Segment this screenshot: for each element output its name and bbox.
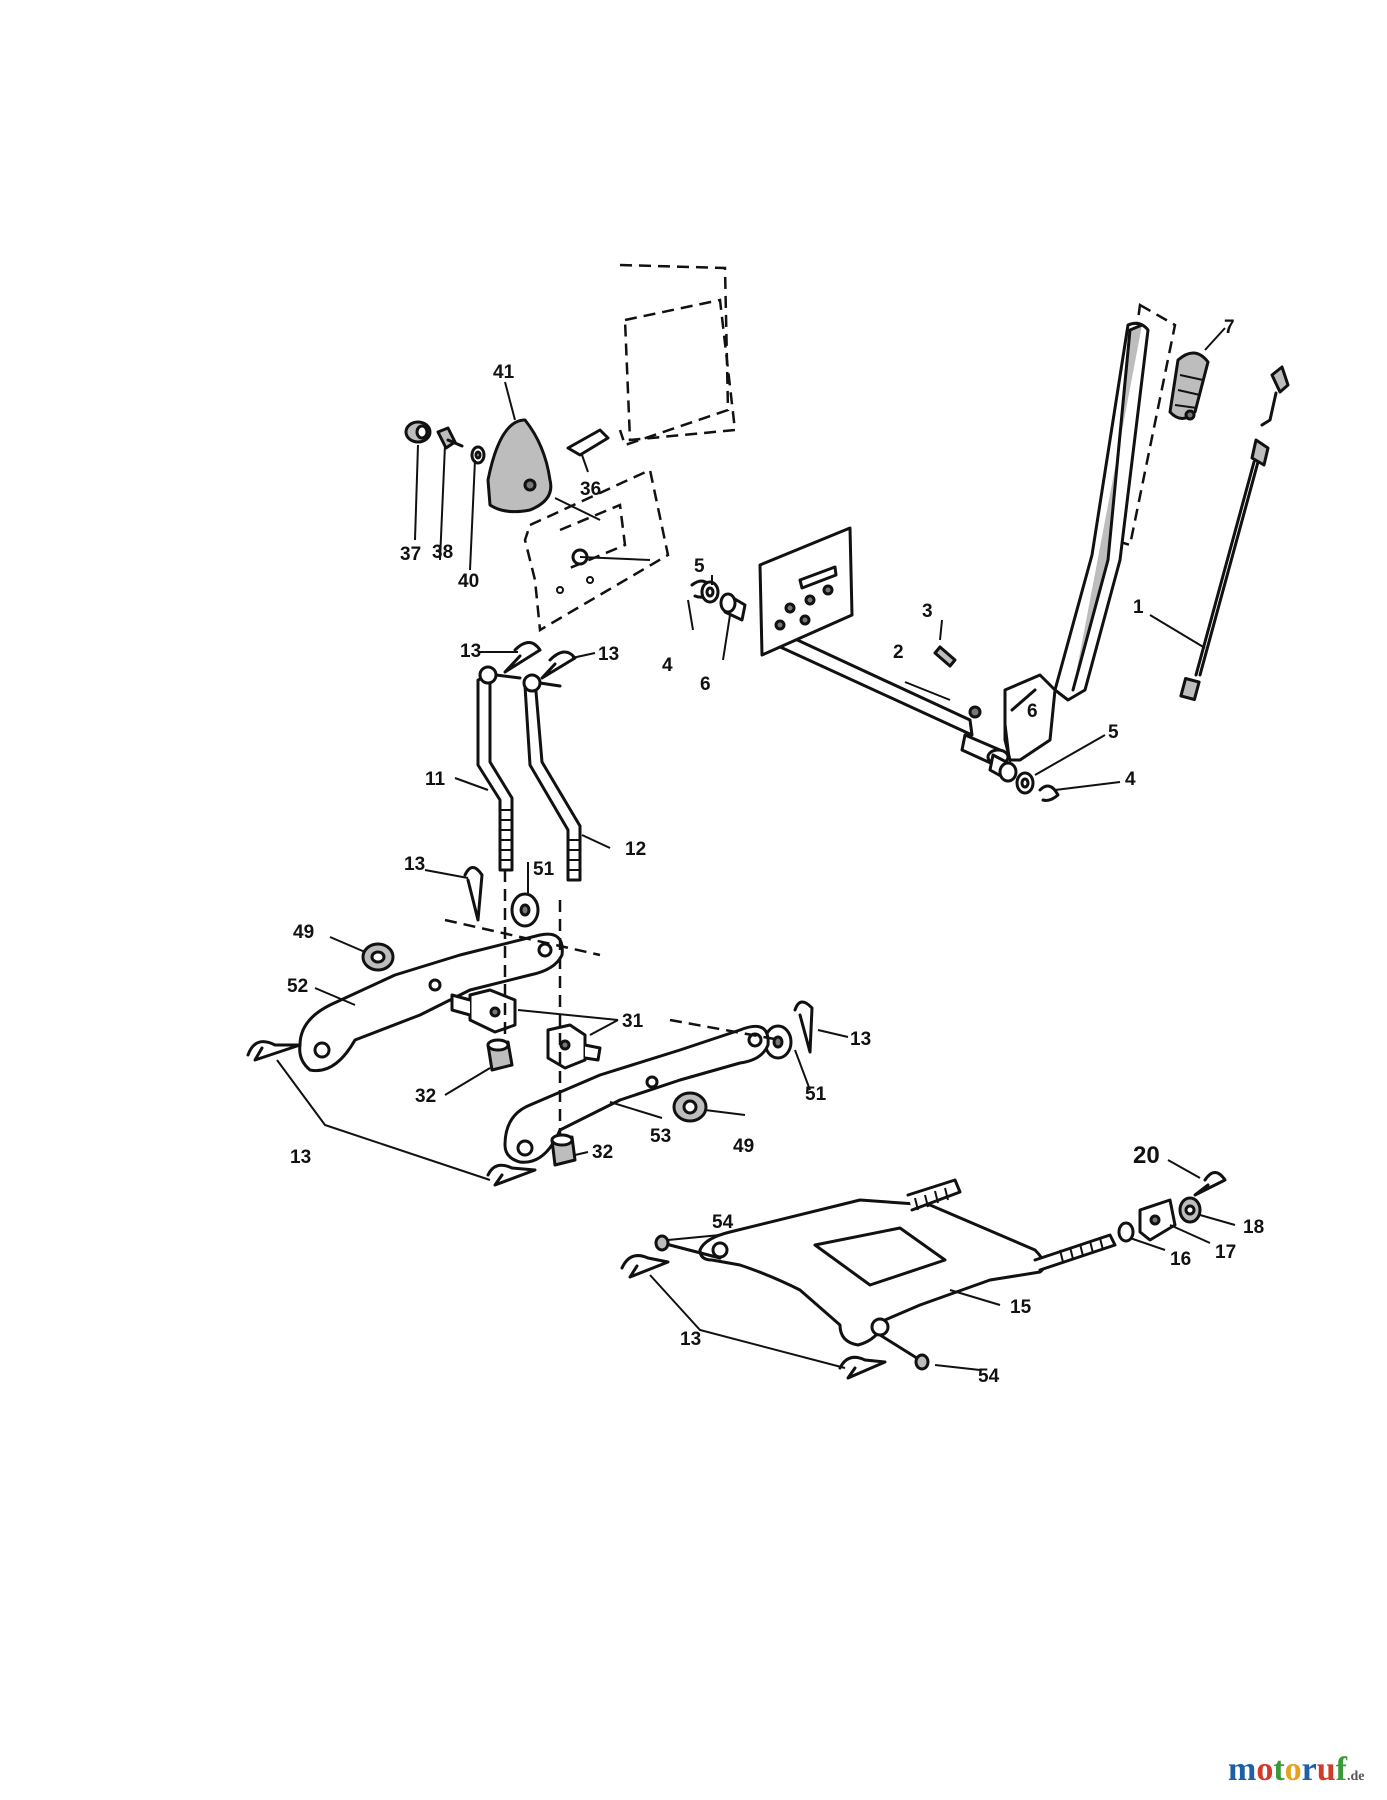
part-13-clip-frame-bottom bbox=[838, 1355, 887, 1380]
part-13-clip-bottom-left bbox=[486, 1163, 537, 1187]
part-54-pin-right bbox=[878, 1333, 930, 1371]
label-3: 3 bbox=[922, 601, 933, 622]
part-17-trunnion bbox=[1138, 1198, 1177, 1242]
watermark-letter-m: m bbox=[1228, 1751, 1256, 1788]
label-13-d: 13 bbox=[850, 1029, 871, 1050]
label-5-right: 5 bbox=[1108, 722, 1119, 743]
label-2: 2 bbox=[893, 642, 904, 663]
leader-lines bbox=[276, 327, 1236, 1371]
part-6-bushing-right bbox=[988, 753, 1018, 783]
label-13-a: 13 bbox=[460, 641, 481, 662]
part-13-clip-top-left bbox=[503, 641, 542, 674]
part-32-nut-left bbox=[486, 1038, 514, 1072]
part-15-lift-frame bbox=[698, 1178, 1117, 1347]
part-13-clip-mid bbox=[463, 866, 484, 922]
svg-text:motoruf.de: motoruf.de bbox=[1228, 1751, 1365, 1788]
part-7-grip bbox=[1168, 351, 1210, 421]
label-7: 7 bbox=[1224, 317, 1235, 338]
watermark-letter-f: f bbox=[1336, 1751, 1348, 1788]
label-18: 18 bbox=[1243, 1217, 1264, 1238]
label-53: 53 bbox=[650, 1126, 671, 1147]
label-51-right: 51 bbox=[805, 1084, 827, 1105]
watermark-letter-u: u bbox=[1317, 1751, 1336, 1788]
label-52: 52 bbox=[287, 976, 308, 997]
label-15: 15 bbox=[1010, 1297, 1032, 1318]
label-40: 40 bbox=[458, 571, 479, 592]
label-36: 36 bbox=[580, 479, 601, 500]
part-13-clip-top-right bbox=[540, 650, 577, 680]
label-13-e: 13 bbox=[290, 1147, 311, 1168]
label-54-top: 54 bbox=[712, 1212, 734, 1233]
part-40-washer bbox=[470, 445, 486, 465]
part-51-washer-left bbox=[510, 892, 540, 928]
label-12: 12 bbox=[625, 839, 646, 860]
part-16-washer bbox=[1117, 1221, 1135, 1243]
part-36-spring bbox=[566, 428, 610, 457]
label-32-right: 32 bbox=[592, 1142, 613, 1163]
frame-plate-lower bbox=[523, 468, 670, 633]
watermark-letter-t: t bbox=[1273, 1751, 1285, 1788]
part-6-bushing-left bbox=[719, 592, 747, 622]
motoruf-watermark-logo: motoruf.de bbox=[1228, 1751, 1365, 1788]
part-49-spacer-right bbox=[672, 1091, 708, 1123]
watermark-letter-r: r bbox=[1302, 1751, 1317, 1788]
part-31-trunnion-left bbox=[450, 988, 517, 1034]
label-4-left: 4 bbox=[662, 655, 673, 676]
part-31-trunnion-right bbox=[546, 1023, 602, 1070]
part-12-lift-link bbox=[522, 673, 582, 882]
lift-handle bbox=[968, 321, 1150, 762]
part-49-spacer-left bbox=[361, 942, 395, 972]
label-16: 16 bbox=[1170, 1249, 1191, 1270]
part-13-clip-right bbox=[793, 1000, 814, 1054]
part-52-lift-arm bbox=[298, 932, 564, 1073]
part-5-washer-right bbox=[1015, 771, 1035, 795]
frame-plate-upper bbox=[618, 263, 737, 447]
label-20: 20 bbox=[1133, 1142, 1160, 1169]
part-41-handle-knob bbox=[486, 418, 553, 514]
label-41: 41 bbox=[493, 362, 515, 383]
part-labels: 1 2 3 4 5 6 6 5 4 7 11 12 13 13 13 13 13… bbox=[287, 317, 1264, 1387]
part-53-lift-arm bbox=[503, 1024, 770, 1164]
label-32-left: 32 bbox=[415, 1086, 436, 1107]
part-20-clip bbox=[1193, 1171, 1227, 1197]
label-6-right: 6 bbox=[1027, 701, 1038, 722]
part-4-ring-right bbox=[1038, 784, 1060, 802]
label-31: 31 bbox=[622, 1011, 644, 1032]
label-17: 17 bbox=[1215, 1242, 1236, 1263]
label-54-bottom: 54 bbox=[978, 1366, 1000, 1387]
part-54-pin-left bbox=[654, 1234, 722, 1260]
label-13-c: 13 bbox=[404, 854, 425, 875]
part-37-cap bbox=[404, 420, 432, 444]
part-38-bolt bbox=[436, 426, 464, 450]
part-3-key bbox=[933, 645, 957, 668]
part-18-nut bbox=[1178, 1196, 1202, 1224]
part-2-lift-shaft bbox=[763, 623, 1010, 767]
label-13-f: 13 bbox=[680, 1329, 701, 1350]
part-13-clip-lower-left bbox=[246, 1040, 302, 1062]
label-4-right: 4 bbox=[1125, 769, 1136, 790]
label-5-left: 5 bbox=[694, 556, 705, 577]
part-11-lift-link bbox=[476, 665, 522, 872]
label-37: 37 bbox=[400, 544, 421, 565]
part-32-nut-right bbox=[550, 1133, 577, 1167]
part-1-cable bbox=[1179, 365, 1290, 702]
watermark-suffix: .de bbox=[1347, 1769, 1365, 1784]
label-11: 11 bbox=[425, 769, 446, 790]
label-49-left: 49 bbox=[293, 922, 314, 943]
label-49-right: 49 bbox=[733, 1136, 754, 1157]
watermark-letter-o1: o bbox=[1256, 1751, 1273, 1788]
label-13-b: 13 bbox=[598, 644, 619, 665]
part-13-clip-frame-left bbox=[620, 1254, 670, 1279]
part-5-washer-left bbox=[700, 580, 720, 604]
label-51-left: 51 bbox=[533, 859, 555, 880]
label-6-left: 6 bbox=[700, 674, 711, 695]
label-38: 38 bbox=[432, 542, 453, 563]
label-1: 1 bbox=[1133, 597, 1144, 618]
watermark-letter-o2: o bbox=[1285, 1751, 1302, 1788]
shaft-bracket bbox=[758, 526, 854, 657]
